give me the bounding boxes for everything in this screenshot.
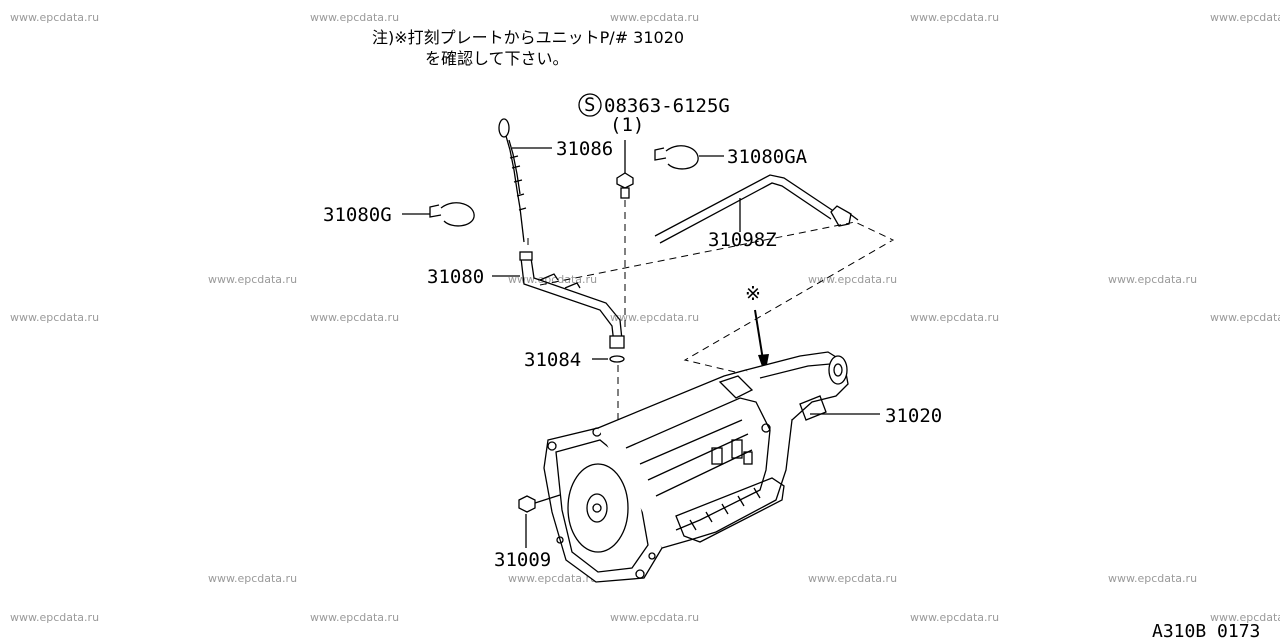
watermark: www.epcdata.ru	[910, 311, 999, 324]
watermark: www.epcdata.ru	[808, 273, 897, 286]
standard-part-symbol	[578, 93, 602, 117]
watermark: www.epcdata.ru	[508, 572, 597, 585]
part-label-31080g: 31080G	[323, 204, 392, 226]
watermarks: www.epcdata.ru www.epcdata.ru www.epcdat…	[10, 11, 1280, 624]
watermark: www.epcdata.ru	[1108, 572, 1197, 585]
watermark: www.epcdata.ru	[910, 611, 999, 624]
watermark: www.epcdata.ru	[910, 11, 999, 24]
watermark: www.epcdata.ru	[208, 572, 297, 585]
watermark: www.epcdata.ru	[610, 311, 699, 324]
part-label-31080: 31080	[427, 266, 484, 288]
watermark: www.epcdata.ru	[508, 273, 597, 286]
watermark: www.epcdata.ru	[1210, 611, 1280, 624]
bolt-icon	[616, 140, 634, 199]
watermark: www.epcdata.ru	[1108, 273, 1197, 286]
part-label-31084: 31084	[524, 349, 581, 371]
note-line-1: 注)※打刻プレートからユニットP/# 31020	[372, 28, 684, 47]
o-ring-icon	[609, 355, 625, 363]
part-label-31009: 31009	[494, 549, 551, 571]
watermark: www.epcdata.ru	[10, 311, 99, 324]
watermark: www.epcdata.ru	[808, 572, 897, 585]
filler-tube-icon	[519, 251, 625, 349]
standard-part-letter: S	[584, 94, 595, 116]
part-label-31080ga: 31080GA	[727, 146, 808, 168]
part-label-31086: 31086	[556, 138, 613, 160]
bolt-quantity: (1)	[610, 114, 644, 136]
diagram-code: A310B 0173	[1152, 621, 1260, 640]
part-label-31098z: 31098Z	[708, 229, 777, 251]
watermark: www.epcdata.ru	[610, 11, 699, 24]
clamp-icon	[654, 145, 699, 170]
note-line-2: を確認して下さい。	[425, 49, 569, 68]
watermark: www.epcdata.ru	[310, 11, 399, 24]
watermark: www.epcdata.ru	[10, 611, 99, 624]
watermark: www.epcdata.ru	[10, 11, 99, 24]
tube-icon	[654, 174, 859, 244]
transmission-icon	[543, 351, 849, 583]
arrow-head-icon	[758, 354, 769, 375]
dipstick-icon	[498, 118, 527, 243]
watermark: www.epcdata.ru	[208, 273, 297, 286]
clamp-icon	[429, 202, 475, 227]
watermark: www.epcdata.ru	[1210, 311, 1280, 324]
plug-icon	[518, 494, 561, 513]
arrow-line	[754, 309, 764, 361]
watermark: www.epcdata.ru	[610, 611, 699, 624]
watermark: www.epcdata.ru	[310, 311, 399, 324]
bolt-part-number: 08363-6125G	[604, 95, 730, 117]
part-label-31020: 31020	[885, 405, 942, 427]
reference-mark: ※	[745, 283, 761, 305]
watermark: www.epcdata.ru	[1210, 11, 1280, 24]
watermark: www.epcdata.ru	[310, 611, 399, 624]
